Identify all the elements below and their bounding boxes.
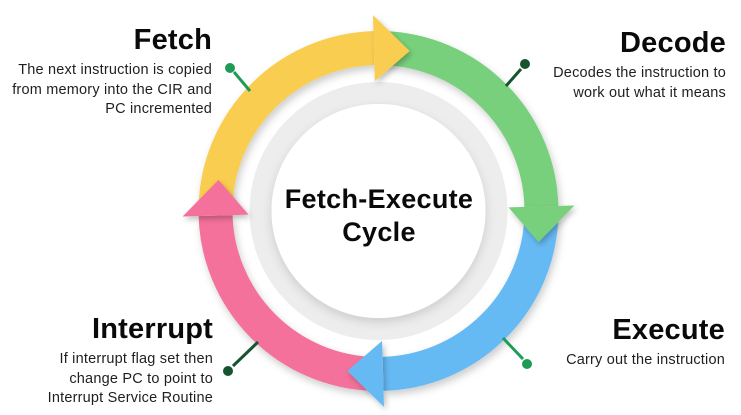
connectors (223, 59, 532, 376)
decode-arrowhead-icon (508, 205, 575, 243)
step-description-line: from memory into the CIR and (12, 81, 212, 98)
step-description-line: work out what it means (573, 84, 726, 101)
step-block-fetch: Fetch The next instruction is copied fro… (0, 24, 212, 120)
execute-arrowhead-icon (347, 340, 384, 407)
interrupt-arc (198, 214, 374, 391)
step-description-line: PC incremented (105, 101, 212, 117)
step-description-line: Carry out the instruction (566, 352, 725, 368)
cycle-arrow-heads (182, 15, 575, 407)
fetch-connector-icon (225, 63, 252, 92)
step-block-execute: Execute Carry out the instruction (505, 314, 725, 371)
step-description-execute: Carry out the instruction (505, 351, 725, 371)
fetch-arc (198, 31, 375, 207)
step-block-interrupt: Interrupt If interrupt flag set then cha… (0, 313, 213, 409)
center-title-line2: Cycle (342, 217, 416, 247)
interrupt-arrowhead-icon (182, 179, 249, 217)
decode-arc (383, 31, 559, 208)
step-title-execute: Execute (612, 314, 725, 346)
step-block-decode: Decode Decodes the instruction to work o… (506, 27, 726, 103)
center-circle (271, 104, 486, 318)
step-title-fetch: Fetch (133, 24, 212, 56)
inner-gray-ring (249, 82, 508, 340)
execute-arc (382, 215, 559, 391)
center-title-line1: Fetch-Execute (284, 184, 474, 214)
interrupt-connector-icon (223, 340, 260, 376)
step-description-decode: Decodes the instruction to work out what… (506, 64, 726, 103)
decode-connector-icon (504, 59, 530, 87)
step-description-line: Interrupt Service Routine (47, 390, 213, 406)
step-description-interrupt: If interrupt flag set then change PC to … (0, 350, 213, 409)
center-title: Fetch-Execute Cycle (259, 183, 499, 249)
execute-connector-icon (501, 336, 532, 369)
cycle-arc-bodies (198, 31, 559, 391)
fetch-arrowhead-icon (373, 15, 410, 82)
step-description-line: The next instruction is copied (18, 62, 212, 78)
step-description-line: If interrupt flag set then (59, 351, 213, 367)
step-title-interrupt: Interrupt (91, 313, 213, 345)
step-description-fetch: The next instruction is copied from memo… (0, 61, 212, 120)
step-description-line: Decodes the instruction to (553, 65, 726, 81)
step-title-decode: Decode (620, 27, 726, 59)
step-description-line: change PC to point to (69, 370, 213, 387)
